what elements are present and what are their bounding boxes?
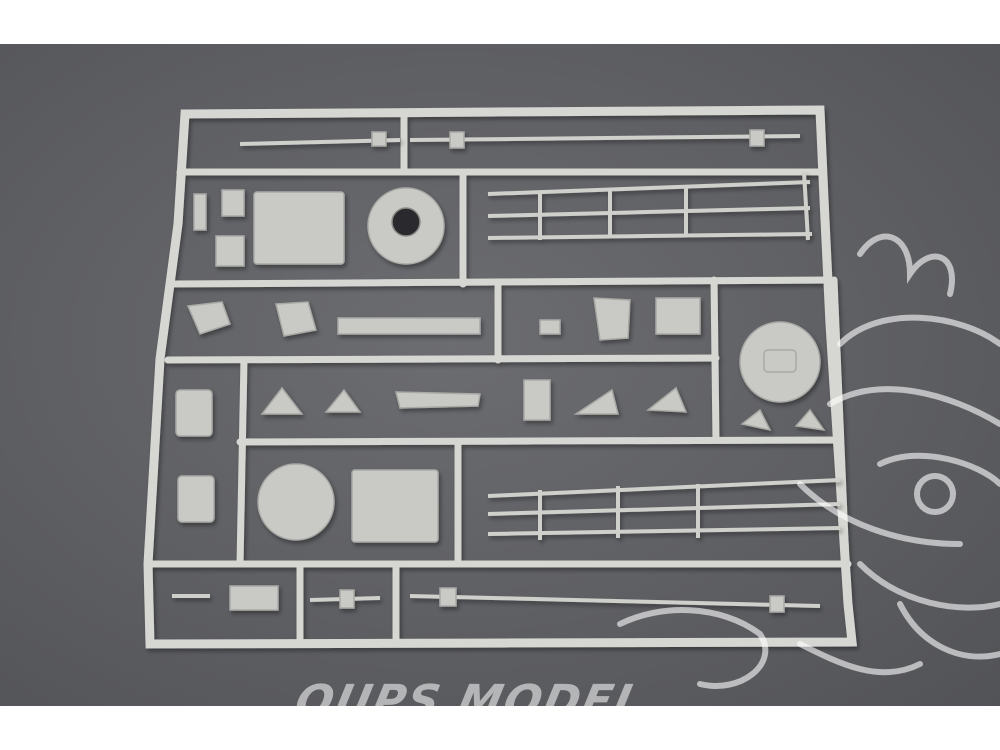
sprue-photo: OUPS MODEL — [0, 44, 1000, 706]
watermark-text: OUPS MODEL — [290, 676, 650, 706]
sprue-frame — [143, 105, 1000, 689]
watermark-logo — [617, 233, 1000, 689]
